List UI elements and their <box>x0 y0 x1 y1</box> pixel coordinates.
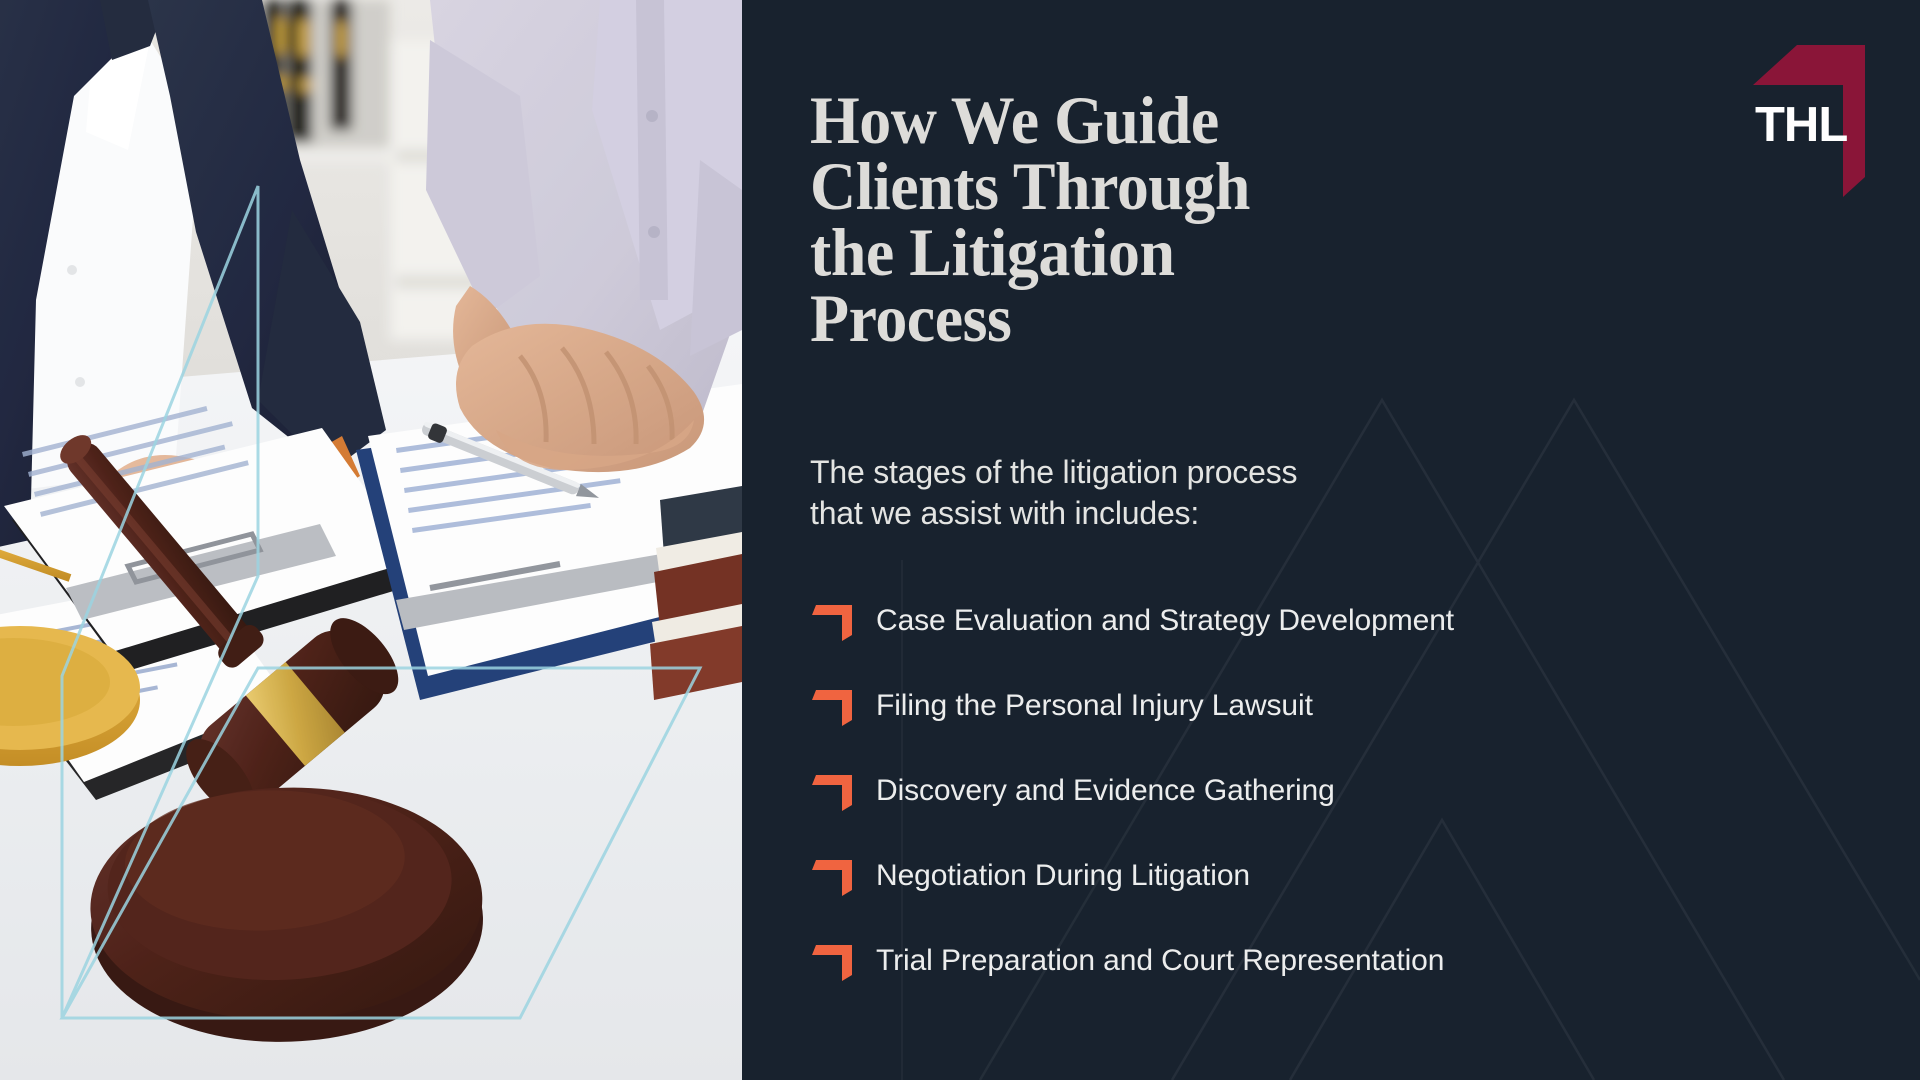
corner-arrow-icon <box>812 604 852 641</box>
corner-arrow-icon <box>812 859 852 896</box>
title-line-1: How We Guide <box>810 82 1219 158</box>
consultation-photo <box>0 0 742 1080</box>
list-item: Discovery and Evidence Gathering <box>812 748 1832 833</box>
title-line-3: the Litigation <box>810 213 1175 290</box>
title-line-2: Clients Through <box>810 147 1250 224</box>
logo-wordmark: THL <box>1755 98 1848 152</box>
photo-illustration <box>0 0 742 1080</box>
list-item-label: Trial Preparation and Court Representati… <box>876 943 1445 977</box>
corner-arrow-icon <box>812 944 852 981</box>
litigation-stages-list: Case Evaluation and Strategy Development… <box>812 578 1832 1003</box>
list-item: Trial Preparation and Court Representati… <box>812 918 1832 1003</box>
corner-arrow-icon <box>812 689 852 726</box>
background-chevron-lineart <box>901 397 1920 1080</box>
list-item-label: Negotiation During Litigation <box>876 858 1251 892</box>
thl-logo[interactable]: THL <box>1753 45 1865 197</box>
corner-arrow-icon <box>812 774 852 811</box>
list-item: Filing the Personal Injury Lawsuit <box>812 663 1832 748</box>
page-subtitle: The stages of the litigation process that… <box>810 452 1570 534</box>
title-line-4: Process <box>810 279 1012 356</box>
subtitle-line-2: that we assist with includes: <box>810 494 1200 531</box>
list-item: Negotiation During Litigation <box>812 833 1832 918</box>
list-item-label: Case Evaluation and Strategy Development <box>876 603 1455 637</box>
logo-corner-mark-icon <box>1753 45 1865 197</box>
subtitle-line-1: The stages of the litigation process <box>810 454 1298 490</box>
list-item-label: Discovery and Evidence Gathering <box>876 773 1335 807</box>
list-item-label: Filing the Personal Injury Lawsuit <box>876 688 1313 722</box>
list-item: Case Evaluation and Strategy Development <box>812 578 1832 663</box>
teal-corner-outline-overlay <box>59 185 703 1020</box>
